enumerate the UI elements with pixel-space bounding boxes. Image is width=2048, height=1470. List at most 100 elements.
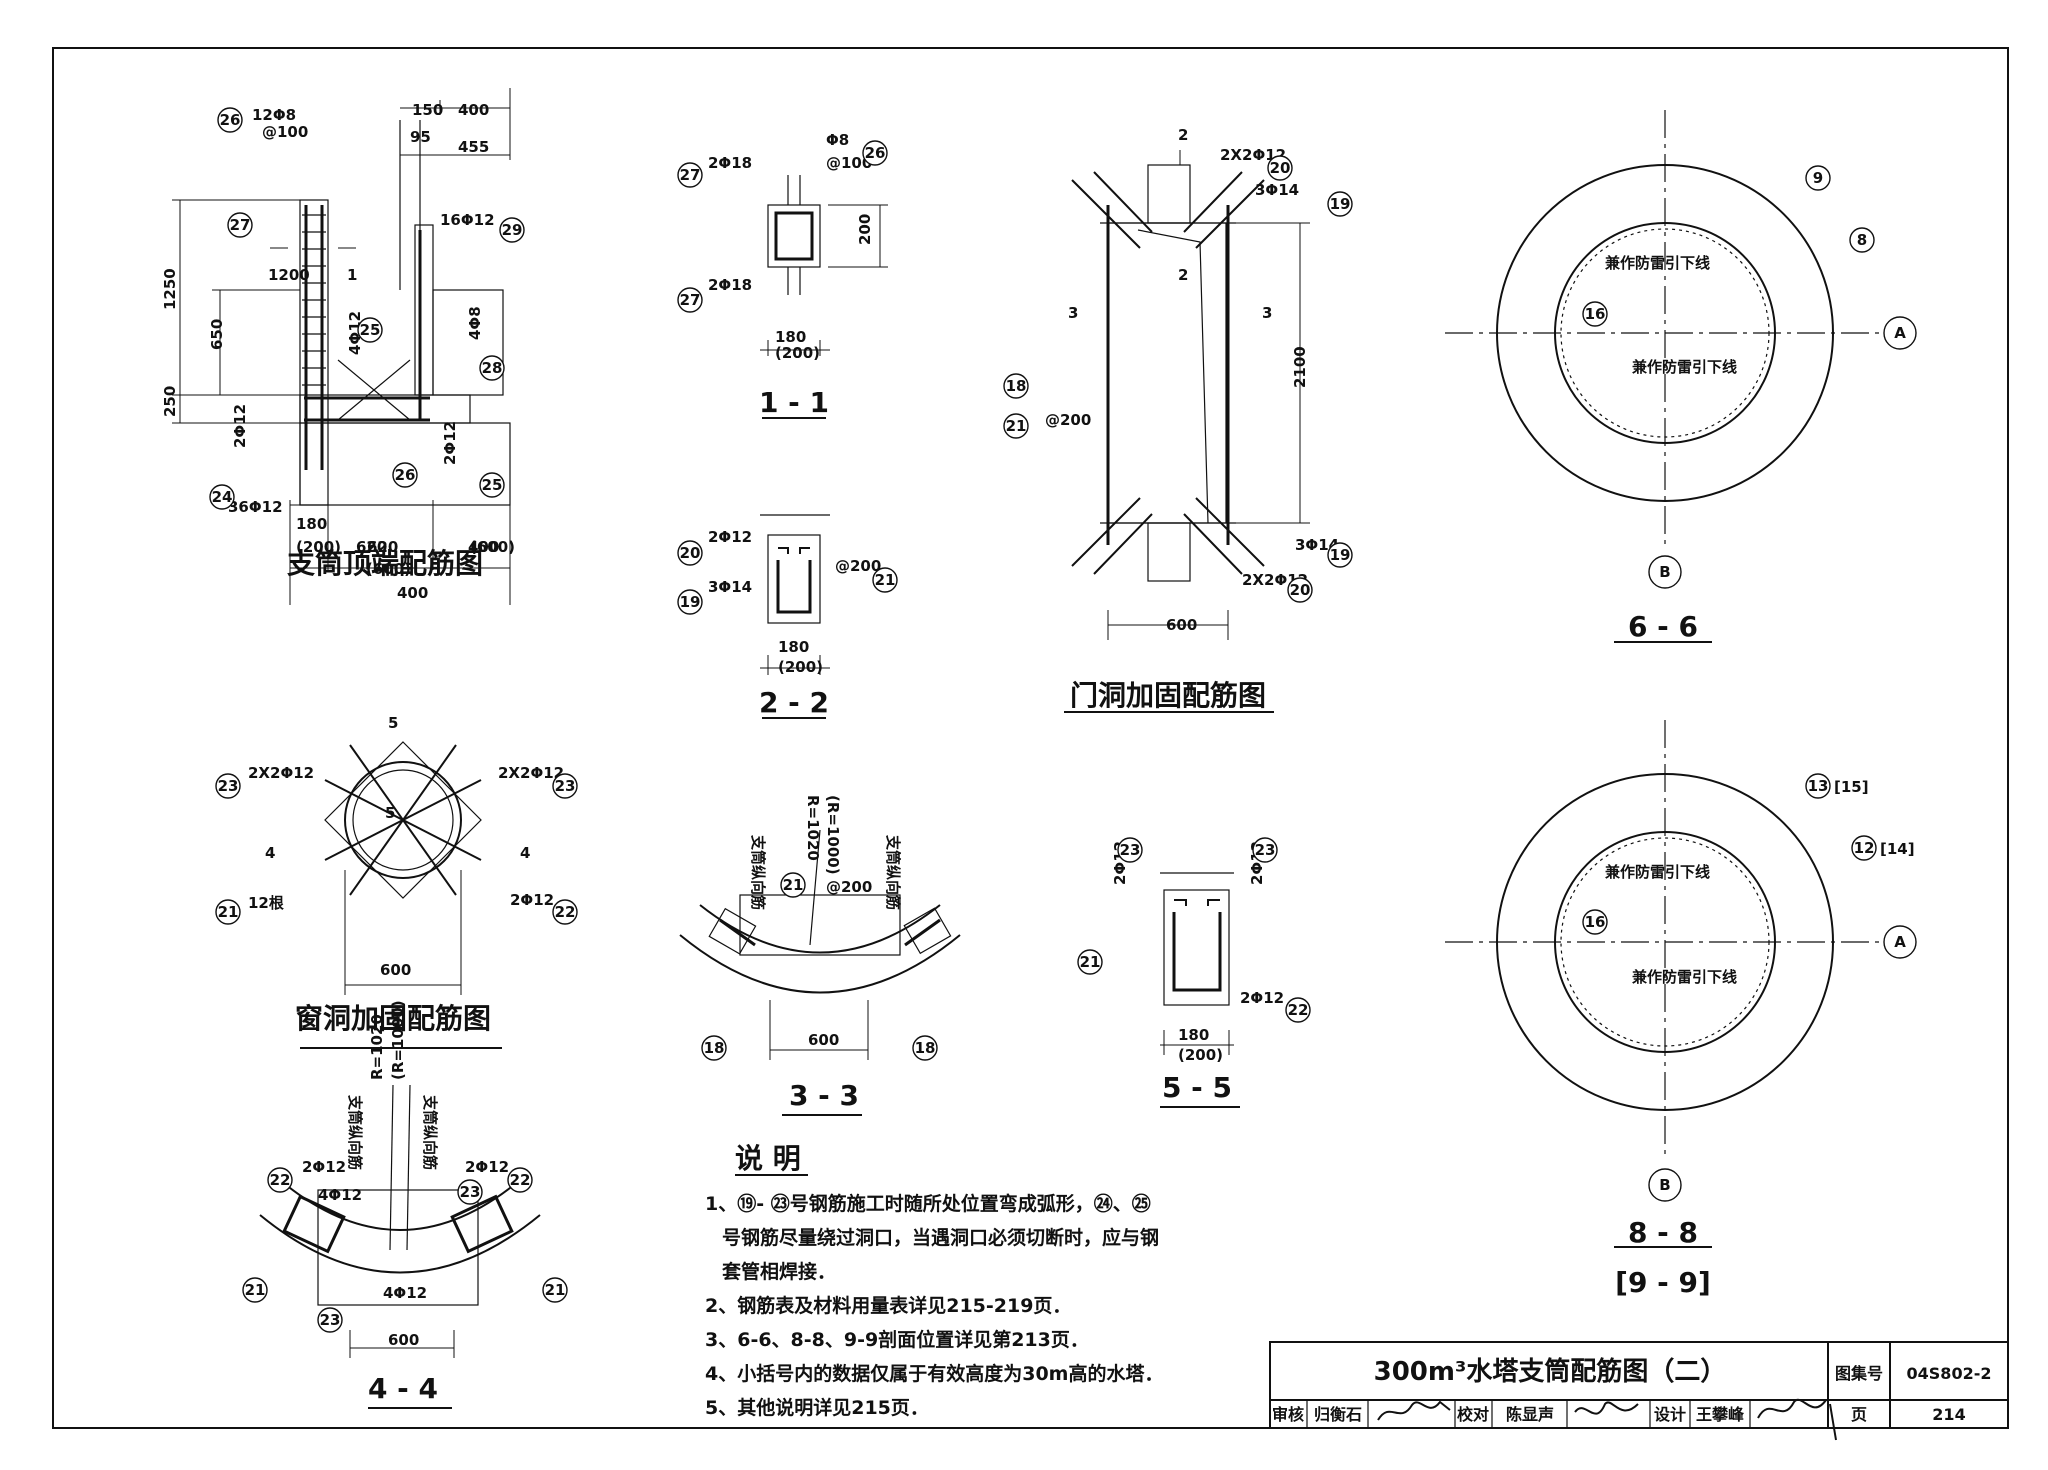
callout-number: 21 [545,1281,566,1299]
dimension-label: 180 [778,638,809,656]
annotation-label: (R=1000) [389,1000,407,1080]
dimension-label: (200) [778,658,823,676]
page-number: 214 [1932,1405,1965,1424]
callout-bubble: 18 [912,1035,938,1061]
dimension-label: 400 [397,584,428,602]
view-title: 窗洞加固配筋图 [295,1002,491,1035]
callout-bubble: 9 [1805,165,1831,191]
callout-bubble: 23 [552,773,578,799]
dimension-label: 3Φ14 [1295,536,1339,554]
dimension-label: 4 [265,844,275,862]
callout-bubble: 27 [677,287,703,313]
dimension-label: (200) [296,538,341,556]
atlas-label: 图集号 [1835,1364,1883,1383]
dimension-label: 2Φ12 [1240,989,1284,1007]
axis-bubble-B: B [1648,1168,1682,1202]
callout-number: 21 [1006,417,1027,435]
note-line: 1、⑲- ㉓号钢筋施工时随所处位置弯成弧形，㉔、㉕ [705,1192,1151,1215]
callout-number: 23 [460,1183,481,1201]
callout-bubble: 20 [1287,577,1313,603]
dimension-label: 2Φ18 [708,276,752,294]
callout-bubble: 19 [1327,191,1353,217]
note-line: 5、其他说明详见215页． [705,1396,929,1419]
review-label: 审核 [1272,1405,1304,1424]
callout-bubble: 19 [677,589,703,615]
section-5-5 [1160,872,1240,1108]
dimension-label: 200 [856,214,874,245]
callout-bubble: 16 [1582,909,1608,935]
annotation-label: 兼作防雷引下线 [1605,254,1710,272]
callout-number: 22 [510,1171,531,1189]
dimension-label: 650 [208,319,226,350]
section-subtitle: [9 - 9] [1615,1266,1711,1299]
callout-number: 21 [875,571,896,589]
dimension-label: 16Φ12 [440,211,495,229]
callout-number: 22 [555,903,576,921]
callout-bubble: 18 [1003,373,1029,399]
dimension-label: 180 [1178,1026,1209,1044]
dimension-label: 2Φ18 [708,154,752,172]
annotation-label: 兼作防雷引下线 [1632,968,1737,986]
dimension-label: 4Φ8 [466,306,484,340]
dimension-label: 5 [385,804,395,822]
callout-bubble: 22 [507,1167,533,1193]
dimension-label: 1200 [268,266,310,284]
callout-bubble: 22 [267,1167,293,1193]
dimension-label: (600) [366,560,411,578]
dimension-label: 2 [1178,266,1188,284]
view-title: 支筒顶端配筋图 [287,547,483,580]
dimension-label: 4 [520,844,530,862]
callout-number: 16 [1585,305,1606,323]
note-line: 2、钢筋表及材料用量表详见215-219页． [705,1294,1071,1317]
dimension-label: @200 [835,557,881,575]
callout-bubble: 22 [552,899,578,925]
dimension-label: 250 [161,386,179,417]
dimension-label: 2X2Φ12 [498,764,564,782]
callout-number: 8 [1857,231,1867,249]
callout-number: 22 [270,1171,291,1189]
dimension-label: @200 [1045,411,1091,429]
annotation-label: [14] [1880,840,1915,858]
dimension-label: 600 [808,1031,839,1049]
section-2-2 [760,514,830,719]
callout-number: 21 [245,1281,266,1299]
callout-number: 26 [865,144,886,162]
callout-bubble: 13 [1805,773,1831,799]
callout-number: 26 [395,466,416,484]
page-label: 页 [1851,1405,1867,1424]
section-4-4 [259,1084,541,1409]
dimension-label: 600 [388,1331,419,1349]
callout-bubble: 21 [215,899,241,925]
annotation-label: 兼作防雷引下线 [1605,863,1710,881]
callout-bubble: 18 [701,1035,727,1061]
callout-bubble: 26 [217,107,243,133]
axis-bubble-A: A [1883,925,1917,959]
callout-number: 20 [1290,581,1311,599]
section-title: 3 - 3 [789,1079,859,1112]
callout-number: 27 [680,166,701,184]
annotation-label: R=1020 [368,1014,386,1080]
note-line: 号钢筋尽量绕过洞口，当遇洞口必须切断时，应与钢 [722,1226,1159,1249]
section-title: 2 - 2 [759,686,829,719]
annotation-label: 兼作防雷引下线 [1632,358,1737,376]
dimension-label: 2 [1178,126,1188,144]
callout-number: 27 [680,291,701,309]
callout-bubble: 21 [1077,949,1103,975]
callout-bubble: 21 [242,1277,268,1303]
callout-number: 25 [482,476,503,494]
dimension-label: 400 [458,101,489,119]
callout-bubble: 8 [1849,227,1875,253]
dimension-label: 600 [1166,616,1197,634]
signature-scribbles [1377,1398,1837,1441]
notes-heading: 说 明 [735,1142,801,1175]
dimension-label: Φ8 [826,131,849,149]
dimension-label: 150 [412,101,443,119]
wall-outline [299,199,329,506]
callout-number: 20 [1270,159,1291,177]
callout-bubble: 20 [677,540,703,566]
view-door-reinforcement [1064,150,1310,713]
callout-bubble: 22 [1285,997,1311,1023]
reviewer-name: 归衡石 [1314,1405,1362,1424]
dimension-label: 4Φ12 [318,1186,362,1204]
callout-bubble: 27 [677,162,703,188]
